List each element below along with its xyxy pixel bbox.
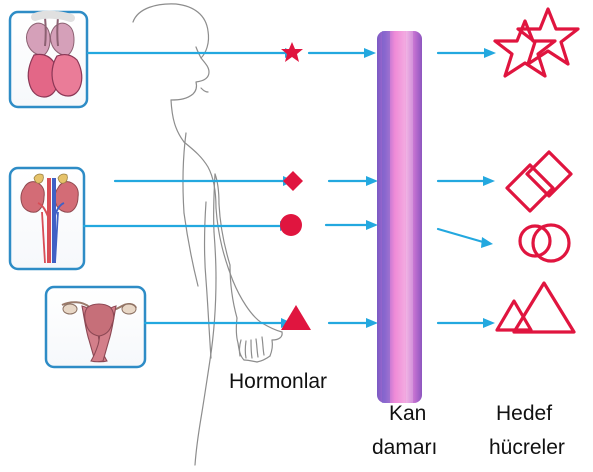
- hormones-label: Hormonlar: [229, 370, 329, 393]
- double-circle-target-icon: [520, 225, 569, 261]
- hormone-arrows-left: [84, 53, 285, 323]
- hormone-shapes: [280, 42, 311, 330]
- double-star-target-icon: [495, 9, 578, 76]
- blood-vessel: [377, 31, 422, 403]
- gland-panel-1: [10, 12, 87, 107]
- gland-panel-3: [46, 287, 145, 367]
- hormone-arrows-to-vessel: [309, 53, 366, 323]
- circle-hormone-icon: [280, 214, 302, 236]
- human-body-outline: [133, 4, 282, 465]
- double-diamond-target-icon: [507, 152, 571, 211]
- triangle-hormone-icon: [281, 305, 311, 330]
- diamond-hormone-icon: [283, 171, 303, 191]
- target-cells: [495, 9, 578, 332]
- target-cells-label-line-2: hücreler: [489, 436, 565, 459]
- target-arrows: [438, 53, 484, 323]
- blood-vessel-label-line-1: Kan: [389, 402, 426, 425]
- double-triangle-target-icon: [497, 283, 574, 332]
- target-cells-label-line-1: Hedef: [496, 402, 552, 425]
- blood-vessel-label-line-2: damarı: [372, 436, 437, 459]
- gland-panel-2: [10, 168, 84, 269]
